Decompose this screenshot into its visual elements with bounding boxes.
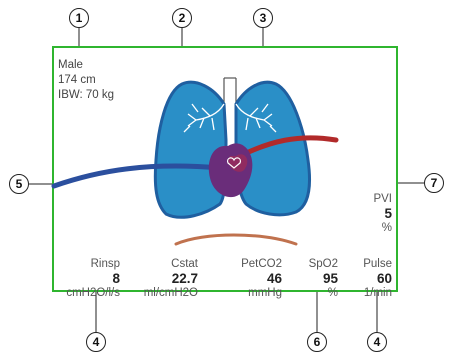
pvi-label: PVI	[322, 192, 392, 206]
param-label: Pulse	[322, 257, 392, 271]
param-value: 60	[322, 271, 392, 286]
param-value: 8	[50, 271, 120, 286]
param-value: 22.7	[128, 271, 198, 286]
param-cstat: Cstat 22.7 ml/cmH2O	[128, 257, 198, 301]
pvi-parameter: PVI 5 %	[322, 192, 392, 236]
param-label: Rinsp	[50, 257, 120, 271]
pvi-value: 5	[322, 206, 392, 221]
left-lung-icon	[155, 82, 226, 217]
param-unit: 1/min	[322, 286, 392, 301]
right-lung-icon	[236, 82, 310, 215]
param-pulse: Pulse 60 1/min	[322, 257, 392, 301]
param-unit: ml/cmH2O	[128, 286, 198, 301]
diaphragm-icon	[176, 235, 296, 244]
param-label: Cstat	[128, 257, 198, 271]
pvi-unit: %	[322, 221, 392, 236]
trachea-icon	[224, 78, 236, 104]
param-unit: cmH2O/l/s	[50, 286, 120, 301]
param-rinsp: Rinsp 8 cmH2O/l/s	[50, 257, 120, 301]
